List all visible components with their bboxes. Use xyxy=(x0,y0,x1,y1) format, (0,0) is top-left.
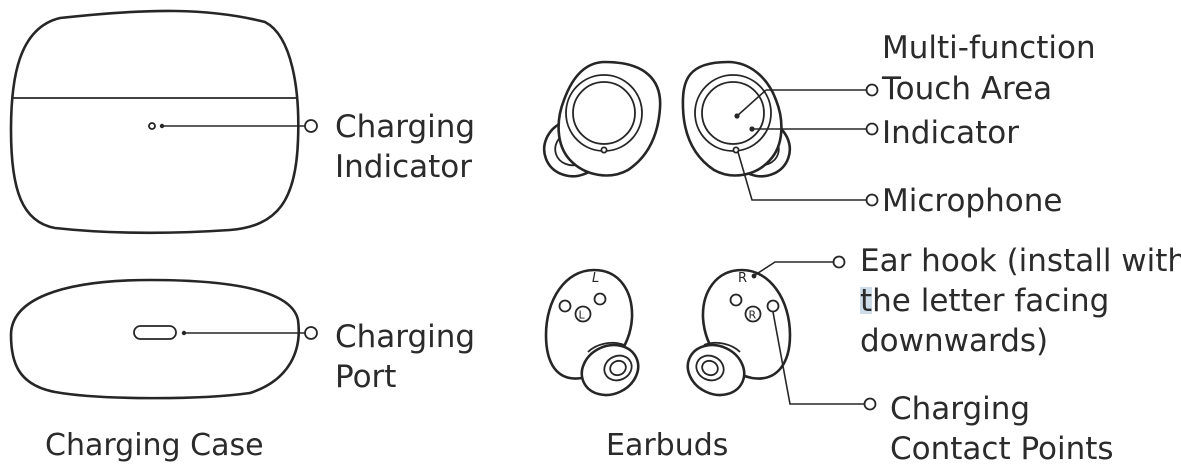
label-microphone: Microphone xyxy=(882,183,1062,219)
svg-text:R: R xyxy=(749,309,757,322)
left-earbud-outer xyxy=(542,60,662,178)
charging-contact xyxy=(766,299,780,313)
charging-case-front: Charging Port xyxy=(9,278,475,400)
label-ear-hook-line3: downwards) xyxy=(860,323,1048,359)
label-ear-hook-line2: the letter facing xyxy=(860,283,1109,319)
svg-text:L: L xyxy=(579,309,586,322)
left-earbud-inner: L L xyxy=(544,268,640,397)
label-charging-port-line1: Charging xyxy=(335,319,475,355)
right-earbud-inner: R R xyxy=(686,268,792,397)
label-multi-function-line1: Multi-function xyxy=(882,30,1096,66)
label-contacts-line1: Charging xyxy=(890,391,1030,427)
label-indicator: Indicator xyxy=(882,115,1019,151)
left-marking: L xyxy=(592,271,599,286)
label-multi-function-line2: Touch Area xyxy=(881,71,1052,107)
usb-c-port xyxy=(133,325,177,340)
label-contacts-line2: Contact Points xyxy=(890,431,1114,467)
right-marking: R xyxy=(738,271,747,286)
caption-earbuds: Earbuds xyxy=(606,428,728,463)
right-earbud-outer xyxy=(681,60,792,178)
caption-charging-case: Charging Case xyxy=(45,428,264,463)
microphone-hole xyxy=(732,146,740,154)
charging-case-closed: Charging Indicator xyxy=(9,9,475,235)
label-charging-indicator-line1: Charging xyxy=(335,109,475,145)
label-charging-port-line2: Port xyxy=(335,359,396,395)
label-charging-indicator-line2: Indicator xyxy=(335,149,472,185)
label-ear-hook-line1: Ear hook (install with xyxy=(860,243,1181,279)
charging-indicator-light xyxy=(148,122,156,130)
